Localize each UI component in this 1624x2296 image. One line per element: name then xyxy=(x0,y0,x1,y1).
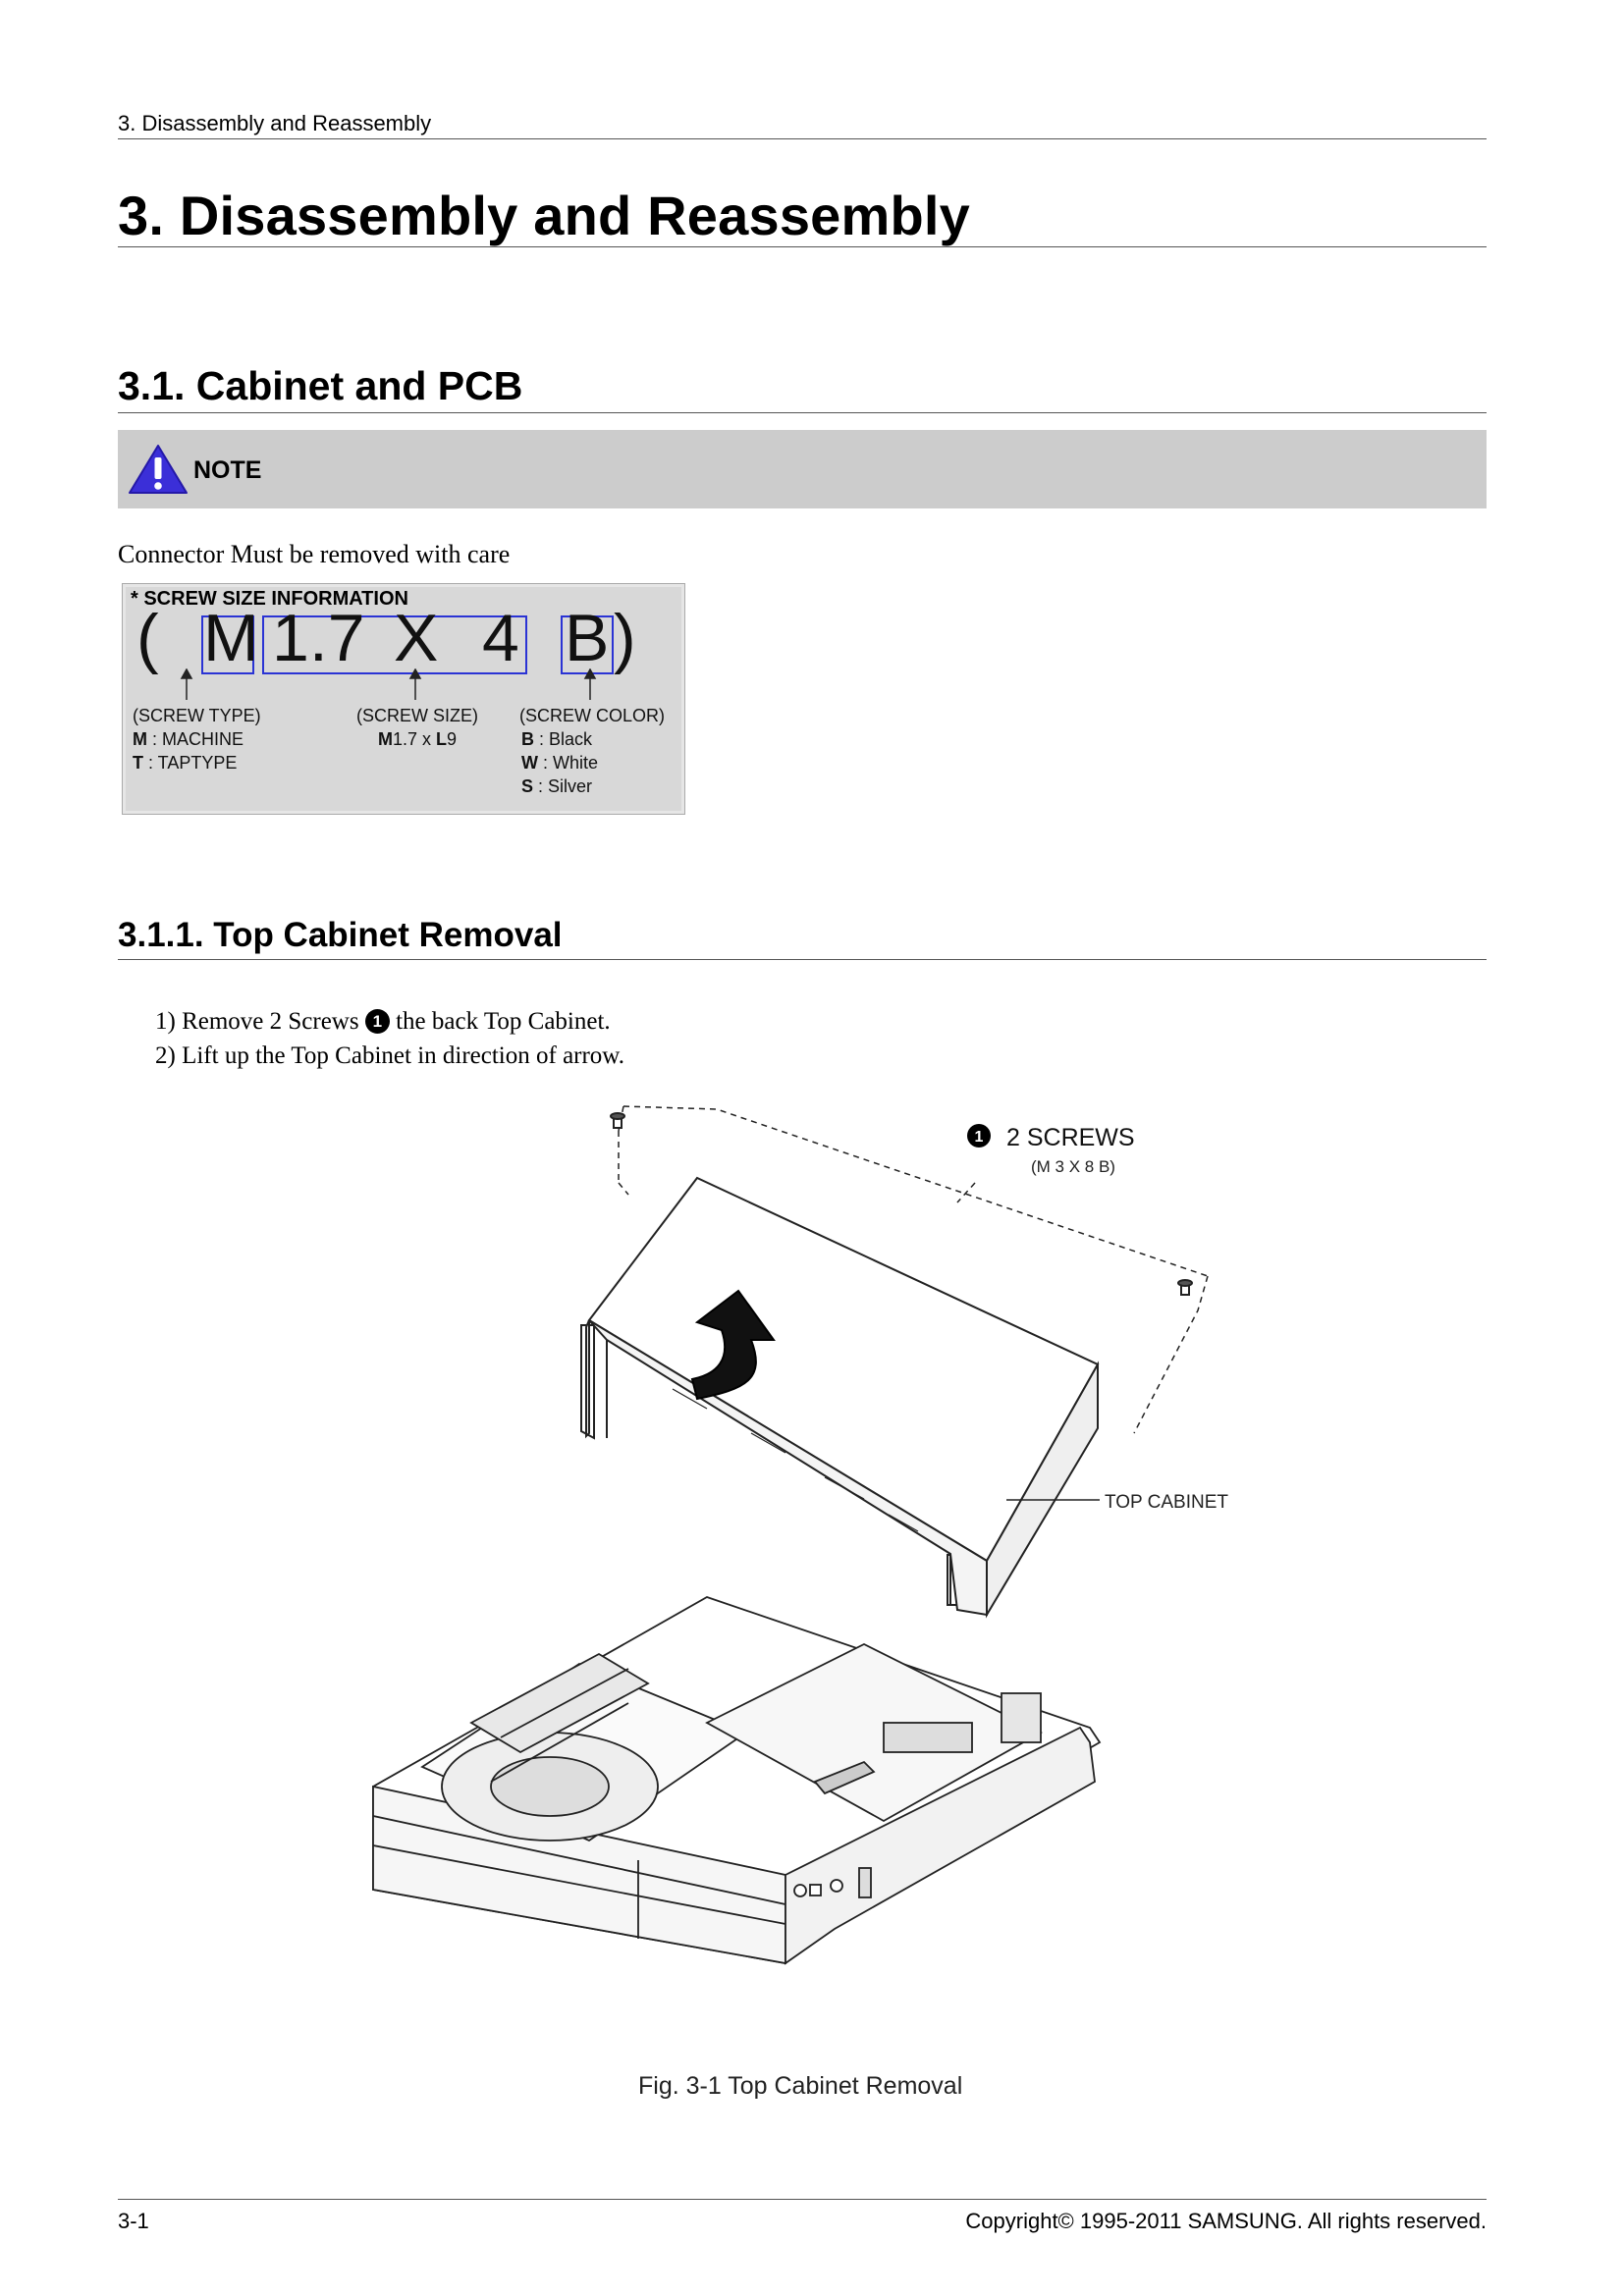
section-rule xyxy=(118,412,1487,413)
screw-size-info-panel: * SCREW SIZE INFORMATION ( M 1.7 X 4 B )… xyxy=(122,583,685,815)
screw-type-item: M : MACHINE xyxy=(133,729,244,749)
step-2: 2) Lift up the Top Cabinet in direction … xyxy=(155,1042,624,1069)
screw-size-box xyxy=(262,615,527,674)
screw-color-item: B : Black xyxy=(521,729,593,749)
formula-length: 4 xyxy=(482,601,519,675)
step-1: 1) Remove 2 Screws 1 the back Top Cabine… xyxy=(155,1008,611,1035)
formula-x: X xyxy=(394,601,439,675)
header-rule xyxy=(118,138,1487,139)
formula-close-paren: ) xyxy=(614,601,636,675)
formula-size: 1.7 xyxy=(272,601,365,675)
callout-marker: 1 xyxy=(975,1129,984,1146)
screw-info-title: * SCREW SIZE INFORMATION xyxy=(131,588,408,610)
formula-open-paren: ( xyxy=(136,601,159,675)
footer-rule xyxy=(118,2199,1487,2200)
screw-type-box xyxy=(201,615,254,674)
formula-color: B xyxy=(565,601,610,675)
screw-icon xyxy=(1177,1279,1193,1296)
note-text: Connector Must be removed with care xyxy=(118,540,511,568)
screw-size-example: M1.7 x L9 xyxy=(378,729,458,749)
screw-color-item: S : Silver xyxy=(521,776,593,796)
warning-triangle-icon xyxy=(129,445,188,494)
top-cabinet-removal-figure: 1 2 SCREWS (M 3 X 8 B) TOP CABINET xyxy=(372,1105,1228,1965)
running-header: 3. Disassembly and Reassembly xyxy=(118,111,432,135)
callout-label: 2 SCREWS xyxy=(1006,1124,1135,1151)
section-title: 3.1. Cabinet and PCB xyxy=(118,363,523,408)
screw-size-heading: (SCREW SIZE) xyxy=(356,706,478,725)
page-number: 3-1 xyxy=(118,2209,149,2233)
figure-caption: Fig. 3-1 Top Cabinet Removal xyxy=(638,2072,963,2100)
subsection-title: 3.1.1. Top Cabinet Removal xyxy=(118,916,563,954)
screw-color-heading: (SCREW COLOR) xyxy=(519,706,665,725)
copyright: Copyright© 1995-2011 SAMSUNG. All rights… xyxy=(965,2209,1487,2233)
step-marker-icon: 1 xyxy=(364,1009,390,1034)
part-label: TOP CABINET xyxy=(1105,1492,1228,1513)
screw-icon xyxy=(610,1112,625,1129)
screw-type-heading: (SCREW TYPE) xyxy=(133,706,261,725)
callout-spec: (M 3 X 8 B) xyxy=(1031,1157,1115,1176)
formula-type: M xyxy=(203,601,259,675)
arrows-graphic xyxy=(180,668,597,700)
subsection-rule xyxy=(118,959,1487,960)
screw-color-item: W : White xyxy=(521,753,599,773)
chapter-rule xyxy=(118,246,1487,247)
note-box xyxy=(118,430,1487,508)
note-label: NOTE xyxy=(193,456,262,484)
chapter-title: 3. Disassembly and Reassembly xyxy=(118,185,971,246)
screw-type-item: T : TAPTYPE xyxy=(133,753,238,773)
